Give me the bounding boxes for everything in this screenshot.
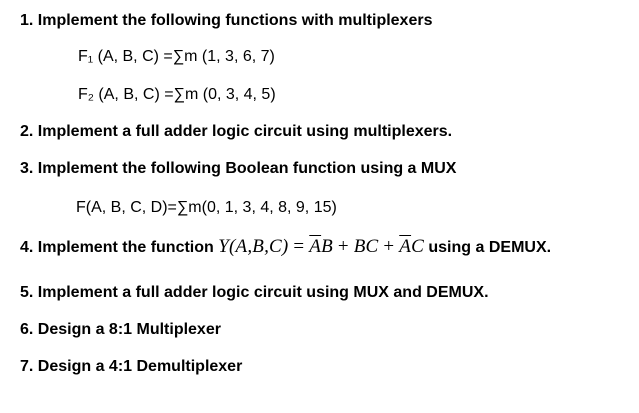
expr-c: C xyxy=(411,236,424,257)
expr-a-bar-2: A xyxy=(399,236,412,257)
expr-a-bar: A xyxy=(309,236,322,257)
question-1: 1. Implement the following functions wit… xyxy=(20,12,433,29)
question-3: 3. Implement the following Boolean funct… xyxy=(20,160,457,177)
boolean-expression: Y(A,B,C) = AB + BC + AC xyxy=(218,236,424,257)
expr-plus-1: + xyxy=(332,236,354,257)
question-7: 7. Design a 4:1 Demultiplexer xyxy=(20,358,243,375)
function-f-abcd: F(A, B, C, D)=∑m(0, 1, 3, 4, 8, 9, 15) xyxy=(76,199,337,216)
function-f2: F₂ (A, B, C) =∑m (0, 3, 4, 5) xyxy=(78,86,276,103)
question-4-prefix: 4. Implement the function xyxy=(20,239,219,256)
question-2: 2. Implement a full adder logic circuit … xyxy=(20,123,453,140)
question-5: 5. Implement a full adder logic circuit … xyxy=(20,284,489,301)
function-f1: F₁ (A, B, C) =∑m (1, 3, 6, 7) xyxy=(78,48,275,65)
expr-b: B xyxy=(321,236,333,257)
question-6: 6. Design a 8:1 Multiplexer xyxy=(20,321,221,338)
expr-plus-2: + xyxy=(378,236,400,257)
expr-bc: BC xyxy=(353,236,379,257)
question-4-suffix: using a DEMUX. xyxy=(423,239,552,256)
question-4: 4. Implement the function Y(A,B,C) = AB … xyxy=(20,237,551,258)
expr-lhs: Y(A,B,C) xyxy=(218,236,289,257)
expr-equals: = xyxy=(288,236,310,257)
